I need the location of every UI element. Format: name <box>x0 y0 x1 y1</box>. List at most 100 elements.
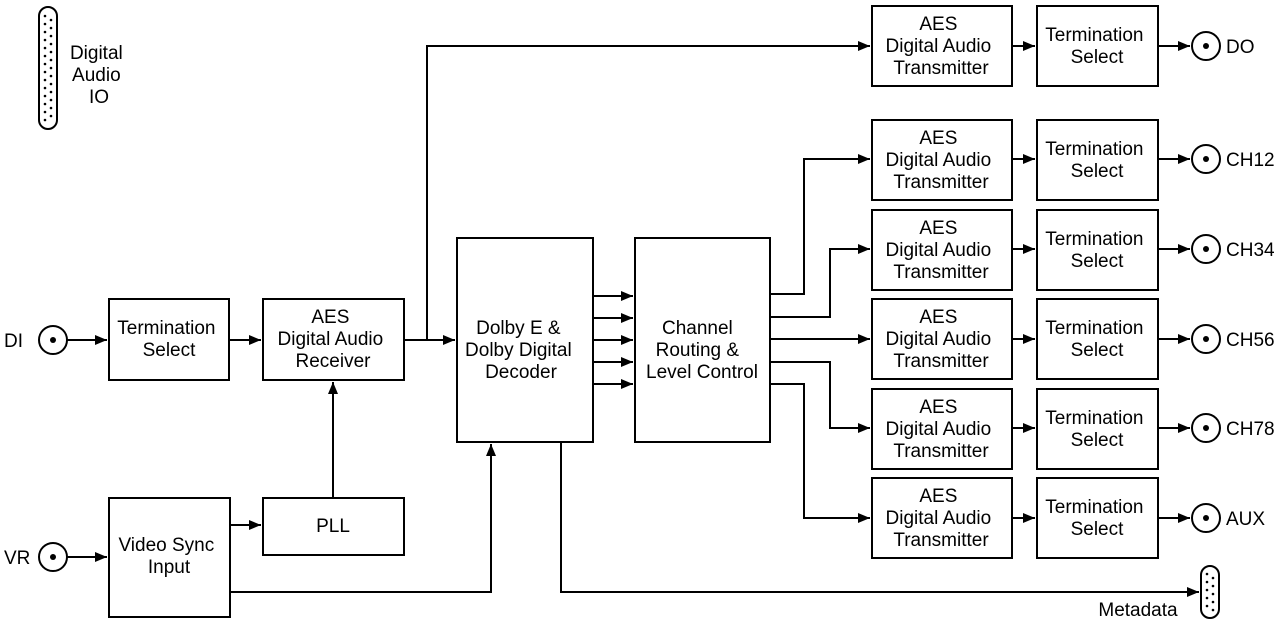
connector-pin <box>1205 572 1209 576</box>
connector-pin <box>49 98 53 102</box>
block-line: AES <box>919 486 957 507</box>
block-line: Video Sync <box>118 535 214 556</box>
svg-text:Video Sync Input: Video Sync Input <box>118 535 219 578</box>
block-line: Digital Audio <box>886 329 992 350</box>
block-line: Digital Audio <box>886 150 992 171</box>
termination-block-ch56 <box>1036 298 1159 380</box>
connector-pin <box>1211 600 1215 604</box>
output-row-ch78: AES Digital Audio Transmitter Terminatio… <box>871 388 1275 470</box>
connector-pin <box>43 46 47 50</box>
connector-pin <box>49 34 53 38</box>
block-line: Termination <box>1045 229 1143 250</box>
connector-pin <box>1211 592 1215 596</box>
svg-text:Termination Select: Termination Select <box>1045 497 1149 540</box>
wire-routing-to-ch12 <box>770 154 870 295</box>
port-ch78-label: CH78 <box>1226 419 1275 440</box>
channel-routing-block: Channel Routing & Level Control <box>634 237 771 443</box>
connector-pin <box>49 50 53 54</box>
svg-text:Termination Select: Termination Select <box>117 318 221 361</box>
output-row-ch56: AES Digital Audio Transmitter Terminatio… <box>871 298 1275 380</box>
connector-pin <box>43 54 47 58</box>
connector-pin <box>49 66 53 70</box>
block-line: AES <box>919 307 957 328</box>
block-line: Select <box>1071 161 1125 182</box>
block-line: Termination <box>1045 139 1143 160</box>
block-line: PLL <box>316 516 350 537</box>
block-line: Dolby Digital <box>465 340 572 361</box>
wire-routing-to-ch78 <box>770 361 870 433</box>
block-line: Transmitter <box>893 351 989 372</box>
block-line: AES <box>311 307 349 328</box>
block-line: AES <box>919 218 957 239</box>
svg-text:Termination Select: Termination Select <box>1045 139 1149 182</box>
wire-routing-to-ch34 <box>770 244 870 318</box>
video-sync-input-block: Video Sync Input <box>108 497 231 618</box>
connector-pin <box>43 94 47 98</box>
svg-text:AES Digital Audio: AES Digital Audio Transmitter <box>886 486 997 551</box>
svg-text:AES Digital Audio: AES Digital Audio Transmitter <box>886 218 997 283</box>
metadata-connector: Metadata <box>1098 565 1220 621</box>
port-vr: VR <box>4 542 68 572</box>
wire-routing-to-aux <box>770 383 870 523</box>
block-line: Input <box>148 557 191 578</box>
connector-pin <box>49 26 53 30</box>
svg-text:AES Digital Audio: AES Digital Audio Transmitter <box>886 397 997 462</box>
block-line: Select <box>143 340 197 361</box>
wire-rx-to-do-transmitter <box>426 41 870 340</box>
connector-pin <box>43 62 47 66</box>
connector-pin <box>1205 596 1209 600</box>
wire-sync-to-decoder <box>230 444 496 593</box>
connector-pin <box>49 74 53 78</box>
block-line: Digital Audio <box>886 240 992 261</box>
block-line: Decoder <box>485 362 557 383</box>
port-aux-label: AUX <box>1226 509 1265 530</box>
svg-text:Dolby E & Dolby Digital: Dolby E & Dolby Digital Decoder <box>465 318 577 383</box>
block-line: Termination <box>1045 408 1143 429</box>
svg-text:AES Digital Audio: AES Digital Audio Transmitter <box>886 128 997 193</box>
block-line: Dolby E & <box>476 318 561 339</box>
connector-pin <box>43 22 47 26</box>
block-line: Digital Audio <box>886 419 992 440</box>
metadata-label: Metadata <box>1098 600 1178 621</box>
transmitter-block-ch34 <box>871 209 1013 291</box>
port-di: DI <box>4 325 68 355</box>
connector-pin <box>49 42 53 46</box>
digital-audio-io-connector: Digital Audio IO <box>38 6 123 130</box>
svg-text:AES Digital Audio: AES Digital Audio Transmitter <box>886 14 997 79</box>
output-row-aux: AES Digital Audio Transmitter Terminatio… <box>871 477 1265 559</box>
block-line: Transmitter <box>893 58 989 79</box>
termination-block-ch12 <box>1036 119 1159 201</box>
block-line: Select <box>1071 430 1125 451</box>
output-row-ch12: AES Digital Audio Transmitter Terminatio… <box>871 119 1275 201</box>
termination-block-do <box>1036 5 1159 87</box>
connector-pin <box>49 106 53 110</box>
block-line: Digital Audio <box>278 329 384 350</box>
block-line: Digital Audio <box>886 508 992 529</box>
connector-pin <box>1205 588 1209 592</box>
svg-text:Channel Routing &: Channel Routing & Level Control <box>646 318 758 383</box>
transmitter-block-ch78 <box>871 388 1013 470</box>
block-line: Select <box>1071 47 1125 68</box>
svg-text:Termination Select: Termination Select <box>1045 229 1149 272</box>
block-line: Transmitter <box>893 530 989 551</box>
block-line: AES <box>919 397 957 418</box>
connector-pin <box>1211 576 1215 580</box>
block-line: Transmitter <box>893 441 989 462</box>
connector-pin <box>49 58 53 62</box>
block-line: Select <box>1071 519 1125 540</box>
port-di-label: DI <box>4 331 23 352</box>
connector-pin <box>43 102 47 106</box>
label-line: Digital <box>70 43 123 64</box>
block-line: AES <box>919 128 957 149</box>
transmitter-block-aux <box>871 477 1013 559</box>
connector-pin <box>1205 604 1209 608</box>
port-vr-label: VR <box>4 548 30 569</box>
port-ch12-label: CH12 <box>1226 150 1275 171</box>
connector-pin <box>43 14 47 18</box>
block-line: Level Control <box>646 362 758 383</box>
block-line: AES <box>919 14 957 35</box>
output-row-do: AES Digital Audio Transmitter Terminatio… <box>871 5 1255 87</box>
termination-block-ch34 <box>1036 209 1159 291</box>
termination-block-aux <box>1036 477 1159 559</box>
